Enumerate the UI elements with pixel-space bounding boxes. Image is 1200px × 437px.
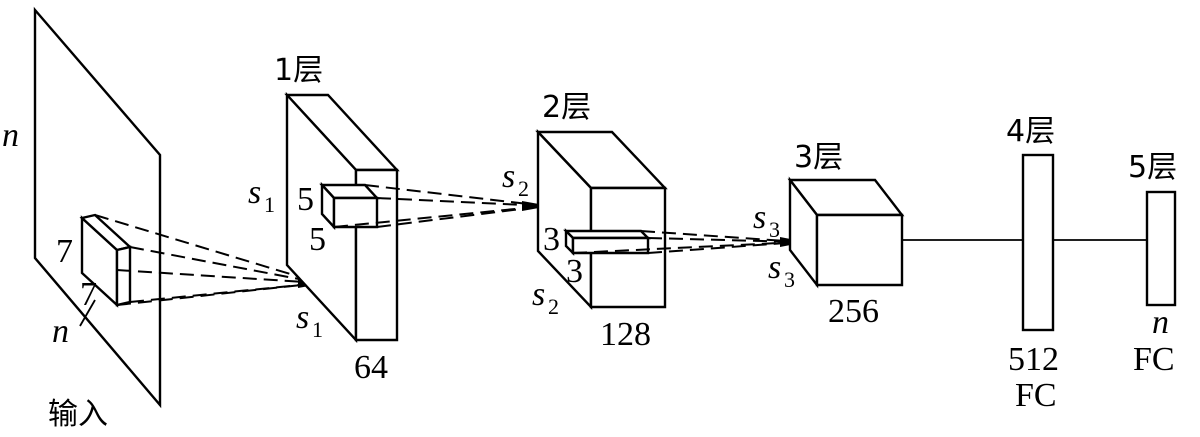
layer5-fc-rect — [1145, 190, 1177, 307]
layer1-stride-bottom: s 1 — [296, 299, 323, 342]
layer1-volume — [284, 91, 400, 344]
layer3-stride-bottom: s 3 — [768, 249, 795, 292]
svg-text:s: s — [753, 199, 766, 236]
svg-text:1: 1 — [264, 192, 275, 217]
input-label: 输入 — [48, 397, 108, 432]
projection-layer2-to-layer3 — [572, 230, 806, 254]
layer2-stride-bottom: s 2 — [532, 276, 559, 319]
input-dim-bottom: n — [52, 313, 69, 350]
layer4-type: FC — [1015, 377, 1057, 414]
svg-text:3: 3 — [784, 267, 795, 292]
layer4-label: 4层 — [1006, 114, 1055, 149]
layer5-type: FC — [1133, 341, 1175, 378]
layer1-kernel-width: 5 — [309, 221, 326, 258]
layer5-units: n — [1152, 304, 1169, 341]
layer2-depth: 128 — [600, 316, 651, 353]
svg-text:2: 2 — [518, 176, 529, 201]
layer2-kernel-height: 3 — [543, 221, 560, 258]
input-dim-top: n — [2, 117, 19, 154]
svg-text:s: s — [532, 276, 545, 313]
layer2-stride-top: s 2 — [502, 158, 529, 201]
layer4-fc-rect — [1021, 153, 1055, 332]
layer3-depth: 256 — [828, 293, 879, 330]
layer3-stride-top: s 3 — [753, 199, 780, 242]
layer2-kernel-box — [563, 228, 651, 256]
svg-text:3: 3 — [769, 217, 780, 242]
input-kernel-pointer — [79, 299, 96, 327]
svg-text:2: 2 — [548, 294, 559, 319]
layer4-units: 512 — [1008, 341, 1059, 378]
svg-text:s: s — [248, 174, 261, 211]
layer1-kernel-height: 5 — [297, 181, 314, 218]
input-kernel-width: 7 — [80, 276, 97, 313]
layer2-volume — [535, 128, 668, 311]
svg-text:s: s — [296, 299, 309, 336]
layer5-label: 5层 — [1128, 150, 1177, 185]
input-kernel-height: 7 — [56, 233, 73, 270]
svg-text:s: s — [502, 158, 515, 195]
projection-layer1-to-layer2 — [333, 184, 550, 228]
layer1-stride-left: s 1 — [248, 174, 275, 217]
layer1-label: 1层 — [274, 53, 323, 88]
layer2-label: 2层 — [542, 90, 591, 125]
svg-text:s: s — [768, 249, 781, 286]
layer3-label: 3层 — [794, 140, 843, 175]
layer1-kernel-box — [319, 181, 380, 231]
layer3-volume — [787, 176, 905, 289]
layer2-kernel-width: 3 — [566, 253, 583, 290]
svg-text:1: 1 — [312, 317, 323, 342]
layer1-depth: 64 — [354, 349, 388, 386]
input-plane — [33, 6, 162, 409]
